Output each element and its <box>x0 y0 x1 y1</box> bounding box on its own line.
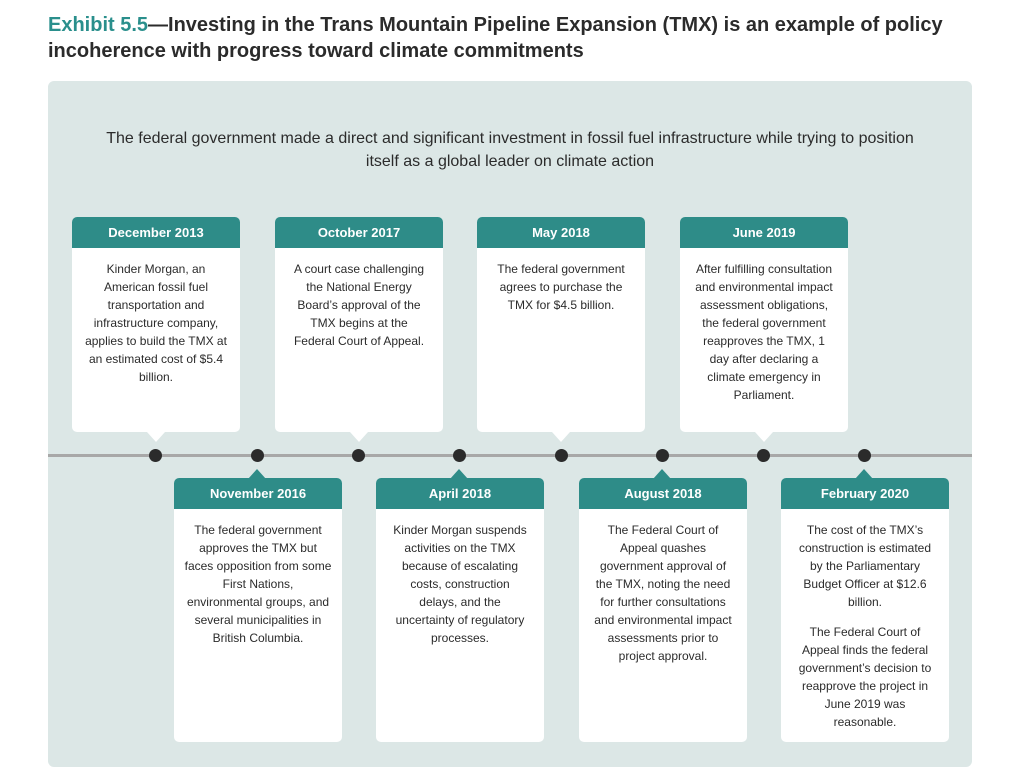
timeline-axis <box>48 454 972 457</box>
exhibit-title-text: —Investing in the Trans Mountain Pipelin… <box>48 14 943 62</box>
event-card-august-2018: August 2018 The Federal Court of Appeal … <box>579 478 747 742</box>
event-date: June 2019 <box>680 217 848 248</box>
timeline-dot <box>453 449 466 462</box>
card-pointer <box>147 432 165 442</box>
event-description-2: The Federal Court of Appeal finds the fe… <box>798 625 932 729</box>
event-card-june-2019: June 2019 After fulfilling consultation … <box>680 217 848 432</box>
timeline-dot <box>858 449 871 462</box>
event-card-october-2017: October 2017 A court case challenging th… <box>275 217 443 432</box>
timeline-dot <box>251 449 264 462</box>
exhibit-number: Exhibit 5.5 <box>48 14 149 36</box>
event-date: November 2016 <box>174 478 342 509</box>
event-description: The Federal Court of Appeal quashes gove… <box>594 523 732 663</box>
event-date: May 2018 <box>477 217 645 248</box>
timeline-dot <box>352 449 365 462</box>
event-description: A court case challenging the National En… <box>293 262 425 348</box>
card-pointer <box>350 432 368 442</box>
event-card-february-2020: February 2020 The cost of the TMX’s cons… <box>781 478 949 742</box>
card-pointer <box>552 432 570 442</box>
timeline-dot <box>656 449 669 462</box>
event-description: Kinder Morgan suspends activities on the… <box>393 523 527 645</box>
timeline-dot <box>757 449 770 462</box>
event-description: After fulfilling consultation and enviro… <box>695 262 833 402</box>
card-pointer <box>653 469 671 479</box>
event-card-december-2013: December 2013 Kinder Morgan, an American… <box>72 217 240 432</box>
exhibit-title: Exhibit 5.5—Investing in the Trans Mount… <box>48 12 988 64</box>
timeline-subtitle: The federal government made a direct and… <box>106 130 914 170</box>
card-pointer <box>248 469 266 479</box>
event-description: The cost of the TMX’s construction is es… <box>798 523 932 609</box>
event-card-april-2018: April 2018 Kinder Morgan suspends activi… <box>376 478 544 742</box>
event-date: February 2020 <box>781 478 949 509</box>
timeline-dot <box>555 449 568 462</box>
card-pointer <box>855 469 873 479</box>
card-pointer <box>450 469 468 479</box>
event-description: Kinder Morgan, an American fossil fuel t… <box>85 262 227 384</box>
event-date: August 2018 <box>579 478 747 509</box>
timeline-dot <box>149 449 162 462</box>
event-description: The federal government approves the TMX … <box>184 523 332 645</box>
event-card-may-2018: May 2018 The federal government agrees t… <box>477 217 645 432</box>
event-date: December 2013 <box>72 217 240 248</box>
event-date: April 2018 <box>376 478 544 509</box>
card-pointer <box>755 432 773 442</box>
event-description: The federal government agrees to purchas… <box>497 262 625 312</box>
event-date: October 2017 <box>275 217 443 248</box>
event-card-november-2016: November 2016 The federal government app… <box>174 478 342 742</box>
